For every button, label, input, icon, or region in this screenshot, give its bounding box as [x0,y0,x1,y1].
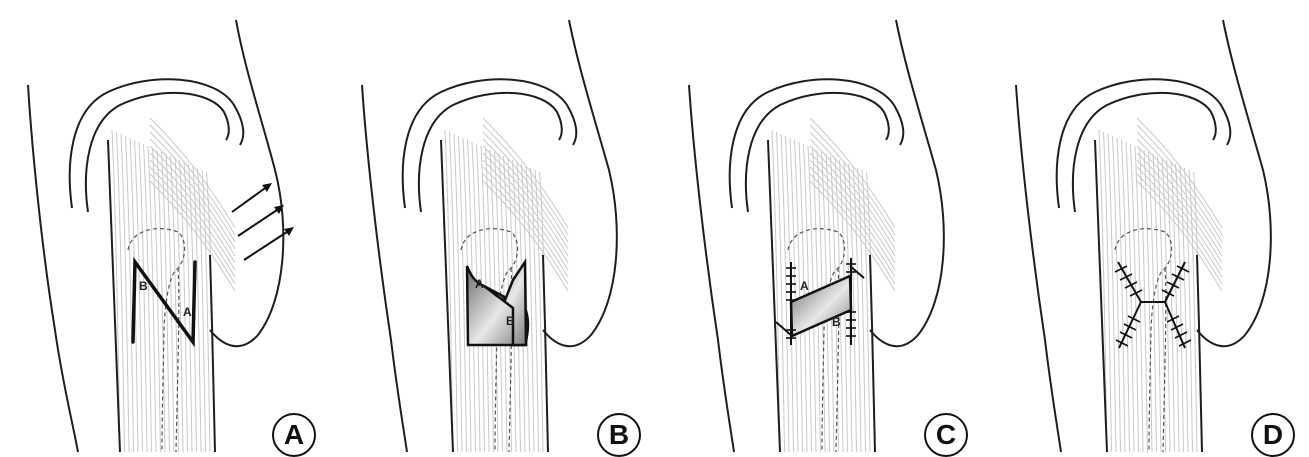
panel-d-fibers [1099,118,1222,452]
thigh-right-edge [210,255,215,452]
panel-d-illustration [981,0,1308,456]
flap-letter-b: B [139,279,148,293]
flap-letter-a: A [800,279,809,293]
suture-extension-left [776,322,792,336]
arrow-shaft-2 [238,208,280,236]
panel-label-b: B [597,413,641,457]
traction-arrows [232,183,294,260]
flap-letter-b: B [506,314,515,328]
panel-c-illustration: A B [654,0,981,456]
body-outline-left [689,85,734,452]
flap-letter-a: A [183,305,192,319]
panel-b-illustration: A B [327,0,654,456]
arrow-head-3 [284,227,294,236]
panel-c: A B C [654,0,981,456]
body-outline-left [1016,85,1061,452]
panel-a-illustration: B A [0,0,327,456]
panel-a: B A A [0,0,327,456]
panel-d: D [981,0,1308,456]
body-outline-left [362,85,407,452]
panel-b: A B B [327,0,654,456]
panel-label-d: D [1251,413,1295,457]
buttock-contour [870,20,944,346]
thigh-right-edge [1197,255,1202,452]
buttock-fold-outer [70,79,244,208]
buttock-contour [543,20,617,346]
thigh-right-edge [870,255,875,452]
buttock-fold-outer [730,79,904,208]
panel-label-a: A [272,413,316,457]
panel-b-fibers [445,118,568,452]
arrow-head-1 [262,183,272,192]
flap-letter-a: A [475,277,484,291]
buttock-fold-outer [1057,79,1231,208]
arrow-shaft-1 [232,186,268,212]
buttock-fold-outer [403,79,577,208]
buttock-contour [210,20,283,346]
panel-a-fibers [112,118,235,452]
buttock-contour [1197,20,1271,346]
body-outline-left [28,85,78,452]
thigh-right-edge [543,255,548,452]
flap-letter-b: B [832,315,841,329]
panel-label-c: C [924,413,968,457]
